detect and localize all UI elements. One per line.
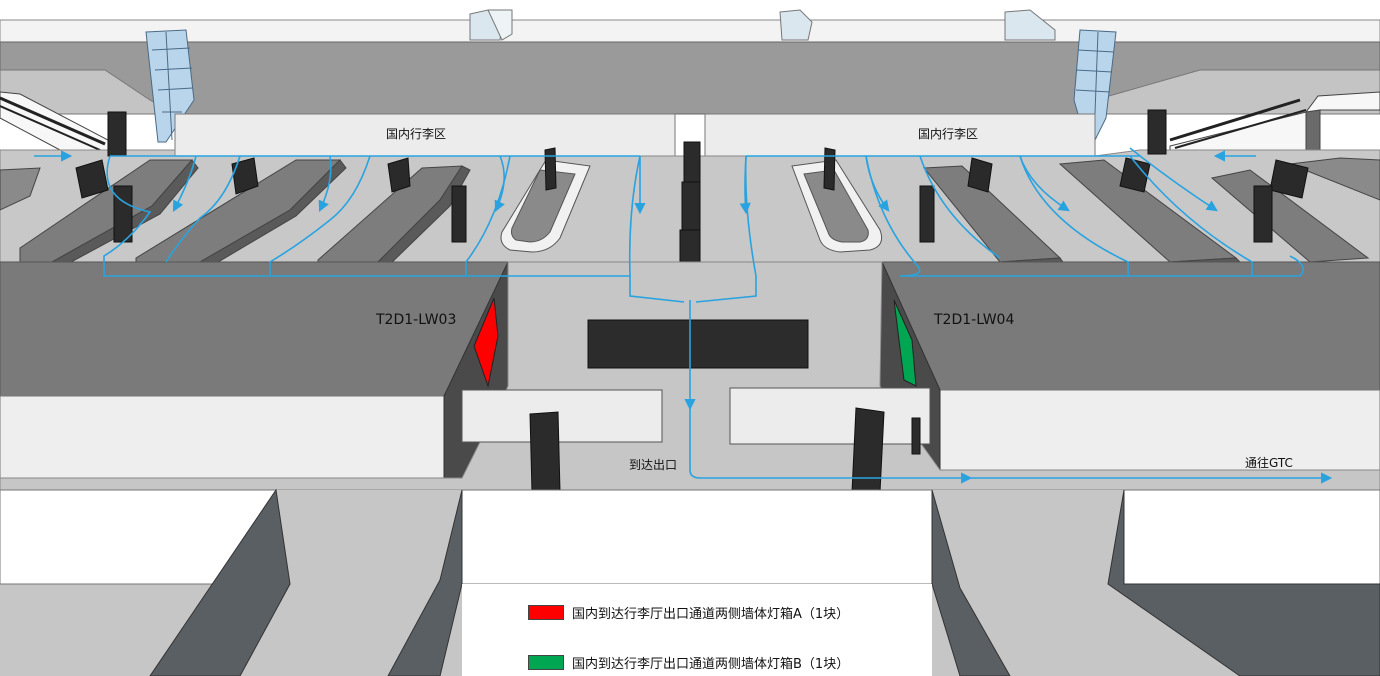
passenger-flow-lines	[34, 147, 1333, 484]
legend-swatch-a	[528, 605, 564, 620]
flow-branch-2	[318, 155, 332, 213]
legend-swatch-b	[528, 655, 564, 670]
bottom-block-right-side	[1107, 489, 1380, 676]
zone-label-right: 国内行李区	[918, 127, 979, 141]
hall-back-wall-left	[174, 113, 676, 157]
hall-back-wall-right	[704, 113, 1096, 157]
bottom-block-center-right-side	[931, 489, 1011, 676]
flow-branch-1	[172, 155, 197, 212]
wall-lightbox-b	[893, 299, 917, 387]
reclaim-belt-1	[0, 167, 41, 211]
belt-sign-screens	[75, 147, 1309, 199]
gtc-label: 通往GTC	[1245, 456, 1293, 470]
reclaim-belt-oval-right	[791, 159, 883, 253]
lower-block-left-face	[0, 395, 445, 479]
central-dark-block	[587, 319, 809, 369]
bottom-block-center	[461, 489, 933, 585]
upper-roof-strip	[0, 19, 1380, 43]
wall-lightbox-a	[473, 297, 499, 388]
exit-partition-right	[729, 387, 931, 445]
skylight-center	[779, 9, 813, 41]
lower-block-right-face	[939, 389, 1380, 471]
lightbox-code-left: T2D1-LW03	[376, 312, 457, 328]
bottom-block-center-left-side	[387, 489, 463, 676]
skylight-left	[469, 9, 513, 41]
skylight-right	[1004, 9, 1056, 41]
hall-columns	[107, 109, 1273, 243]
legend-item-b: 国内到达行李厅出口通道两侧墙体灯箱B（1块）	[528, 653, 849, 672]
bottom-block-left-side	[149, 488, 291, 676]
flow-branch-8	[1129, 147, 1218, 212]
bottom-block-right	[1123, 489, 1380, 585]
exit-partition-left	[461, 389, 663, 443]
reclaim-belt-oval-left	[500, 159, 591, 253]
lightbox-code-right: T2D1-LW04	[934, 312, 1015, 328]
exit-columns	[529, 407, 921, 493]
legend-item-a: 国内到达行李厅出口通道两侧墙体灯箱A（1块）	[528, 603, 849, 622]
exit-label: 到达出口	[629, 458, 678, 472]
legend-text-b: 国内到达行李厅出口通道两侧墙体灯箱B（1块）	[572, 657, 850, 672]
reclaim-belt-7	[1210, 157, 1380, 263]
lower-block-left-top	[0, 261, 509, 397]
flow-to-gtc	[689, 408, 973, 484]
zone-label-left: 国内行李区	[386, 127, 447, 141]
legend-text-a: 国内到达行李厅出口通道两侧墙体灯箱A（1块）	[572, 607, 850, 622]
